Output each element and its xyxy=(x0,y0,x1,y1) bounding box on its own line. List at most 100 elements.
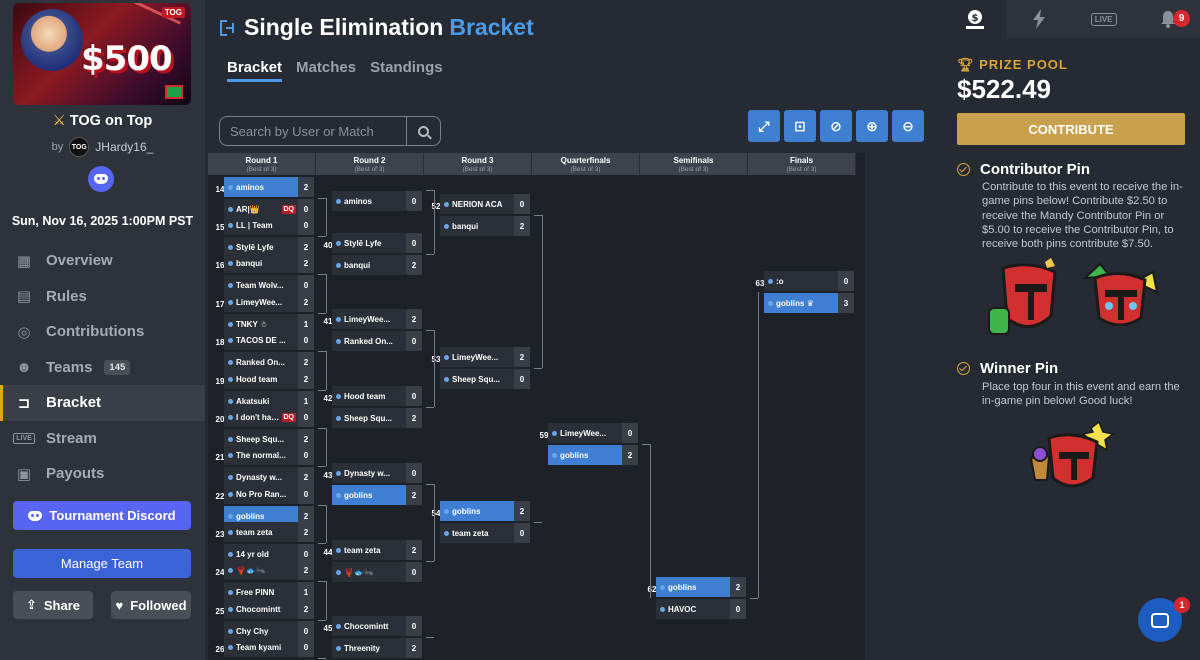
sidebar-item-payouts[interactable]: ▣Payouts xyxy=(0,456,205,492)
bracket-slot[interactable]: Sheep Squ...2 xyxy=(332,408,422,428)
search-input[interactable] xyxy=(220,117,406,145)
bracket-slot[interactable]: Dynasty w...2 xyxy=(224,467,314,487)
bracket-slot[interactable]: Dynasty w...0 xyxy=(332,463,422,483)
tab-matches[interactable]: Matches xyxy=(296,59,357,76)
follow-button[interactable]: ♥ Followed xyxy=(111,591,191,619)
bracket-slot[interactable]: LimeyWee...2 xyxy=(332,309,422,329)
hide-button[interactable]: ⊘ xyxy=(820,110,852,142)
bracket-slot[interactable]: The normal...0 xyxy=(224,445,314,465)
bracket-slot[interactable]: TACOS DE ...0 xyxy=(224,330,314,350)
bracket-slot[interactable]: LimeyWee...2 xyxy=(224,292,314,312)
bracket-slot[interactable]: Ranked On...2 xyxy=(224,352,314,372)
bracket-slot[interactable]: No Pro Ran...0 xyxy=(224,484,314,504)
bracket-slot[interactable]: 🦞🐟🐜2 xyxy=(224,560,314,580)
discord-link[interactable] xyxy=(88,166,114,192)
tab-live[interactable]: LIVE xyxy=(1072,0,1136,38)
organizer-byline[interactable]: by TOG JHardy16_ xyxy=(0,137,205,157)
tab-standings[interactable]: Standings xyxy=(370,59,443,76)
tournament-discord-button[interactable]: Tournament Discord xyxy=(13,501,191,530)
tab-bracket[interactable]: Bracket xyxy=(227,59,283,82)
manage-team-button[interactable]: Manage Team xyxy=(13,549,191,578)
bracket-canvas[interactable]: Round 1(Best of 3)Round 2(Best of 3)Roun… xyxy=(208,153,865,660)
bracket-slot[interactable]: Sheep Squ...0 xyxy=(440,369,530,389)
zoom-in-button[interactable]: ⊕ xyxy=(856,110,888,142)
organizer-name[interactable]: JHardy16_ xyxy=(95,140,154,154)
bracket-slot[interactable]: TNKY ☃1 xyxy=(224,314,314,334)
bracket-slot[interactable]: Ranked On...0 xyxy=(332,331,422,351)
sidebar-item-contributions[interactable]: ◎Contributions xyxy=(0,314,205,350)
contribute-button[interactable]: CONTRIBUTE xyxy=(957,113,1185,145)
bracket-slot[interactable]: LimeyWee...2 xyxy=(440,347,530,367)
sidebar-item-rules[interactable]: ▤Rules xyxy=(0,279,205,315)
sidebar-item-overview[interactable]: ▦Overview xyxy=(0,243,205,279)
bracket-slot[interactable]: goblins ♛3 xyxy=(764,293,854,313)
bracket-slot[interactable]: Team Wolv...0 xyxy=(224,275,314,295)
tab-notifications[interactable]: 9 xyxy=(1136,0,1200,38)
search-button[interactable] xyxy=(406,117,440,145)
fullscreen-button[interactable]: ⤢ xyxy=(748,110,780,142)
bracket-slot[interactable]: Sheep Squ...2 xyxy=(224,429,314,449)
tab-activity[interactable] xyxy=(1007,0,1071,38)
bracket-slot[interactable]: LimeyWee...0 xyxy=(548,423,638,443)
zoom-out-button[interactable]: ⊖ xyxy=(892,110,924,142)
tab-prize[interactable]: $ xyxy=(943,0,1008,38)
sidebar-item-bracket[interactable]: ⊐Bracket xyxy=(0,385,205,421)
fit-view-button[interactable]: ⊡ xyxy=(784,110,816,142)
bracket-slot[interactable]: 🦞🐟🐜0 xyxy=(332,562,422,582)
